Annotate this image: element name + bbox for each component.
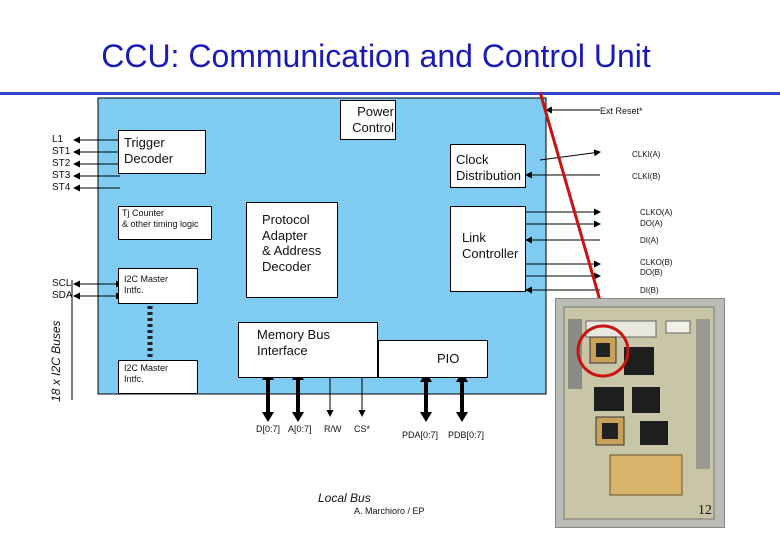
i2c-master-block-1 bbox=[118, 268, 198, 304]
pda-label: PDA[0:7] bbox=[402, 430, 439, 440]
i2c-signal-label: SDA bbox=[52, 290, 73, 301]
ccu-board-photo bbox=[555, 298, 725, 528]
trigger-decoder-block bbox=[118, 130, 206, 174]
di-b-label: DI(B) bbox=[640, 286, 659, 295]
do-b-label: DO(B) bbox=[640, 268, 663, 277]
i2c-signal-arrows bbox=[73, 280, 123, 300]
pio-label: PIO bbox=[437, 351, 460, 366]
protocol-adapter-block bbox=[246, 202, 338, 298]
memory-bus-interface-label: Memory Bus Interface bbox=[257, 327, 330, 358]
i2c-master-label-2: I2C Master Intfc. bbox=[124, 363, 169, 384]
trigger-signal-label: L1 bbox=[52, 134, 64, 145]
i2c-buses-label: 18 x I2C Buses bbox=[48, 320, 63, 402]
link-controller-label: Link Controller bbox=[462, 230, 519, 261]
pdb-label: PDB[0:7] bbox=[448, 430, 485, 440]
link-controller-block bbox=[450, 206, 526, 292]
address-bus-label: A[0:7] bbox=[288, 424, 312, 434]
author-label: A. Marchioro / EP bbox=[354, 506, 425, 516]
ccu-board-drawing bbox=[563, 306, 715, 520]
clki-b-label: CLKI(B) bbox=[632, 172, 661, 181]
rw-label: R/W bbox=[324, 424, 342, 434]
trigger-signal-label: ST2 bbox=[52, 158, 71, 169]
i2c-master-label-1: I2C Master Intfc. bbox=[124, 274, 169, 295]
local-bus-label: Local Bus bbox=[318, 491, 371, 505]
control-signal-arrows bbox=[326, 378, 366, 417]
clock-distribution-label: Clock Distribution bbox=[456, 152, 522, 183]
protocol-adapter-label: Protocol Adapter & Address Decoder bbox=[262, 212, 322, 274]
data-bus-label: D[0:7] bbox=[256, 424, 281, 434]
page-number: 12 bbox=[698, 503, 712, 518]
pio-block bbox=[378, 340, 488, 378]
trigger-signal-label: ST1 bbox=[52, 146, 71, 157]
clko-b-label: CLKO(B) bbox=[640, 258, 673, 267]
trigger-decoder-label: Trigger Decoder bbox=[124, 135, 174, 166]
power-control-block bbox=[340, 100, 396, 140]
memory-bus-interface-block bbox=[238, 322, 378, 378]
tj-counter-block bbox=[118, 206, 212, 240]
local-bus-arrows bbox=[266, 376, 464, 416]
trigger-signal-label: ST4 bbox=[52, 182, 71, 193]
trigger-signal-label: ST3 bbox=[52, 170, 71, 181]
ext-reset-label: Ext Reset* bbox=[600, 106, 643, 116]
highlight-circle bbox=[576, 324, 630, 378]
i2c-signal-label: SCL bbox=[52, 278, 72, 289]
tj-counter-label: Tj Counter & other timing logic bbox=[122, 208, 199, 229]
clki-a-label: CLKI(A) bbox=[632, 150, 661, 159]
i2c-master-block-2 bbox=[118, 360, 198, 394]
power-control-label: Power Control bbox=[352, 104, 394, 135]
clock-distribution-block bbox=[450, 144, 526, 188]
cs-label: CS* bbox=[354, 424, 371, 434]
trigger-signal-arrows bbox=[73, 136, 120, 192]
di-a-label: DI(A) bbox=[640, 236, 659, 245]
clko-a-label: CLKO(A) bbox=[640, 208, 673, 217]
do-a-label: DO(A) bbox=[640, 219, 663, 228]
title-underline bbox=[0, 92, 780, 95]
page-title: CCU: Communication and Control Unit bbox=[101, 38, 651, 74]
